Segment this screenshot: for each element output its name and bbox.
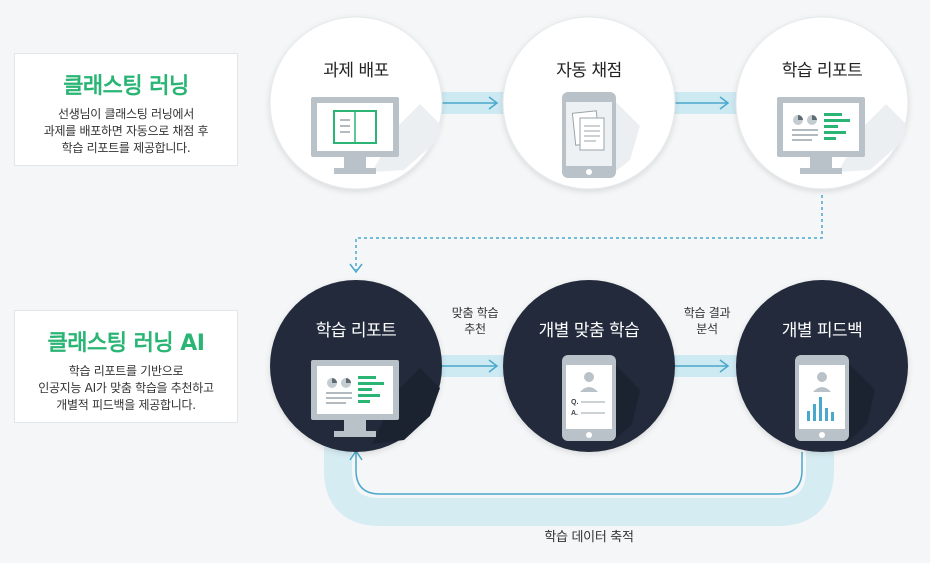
tablet-document-icon <box>562 92 616 178</box>
monitor-book-icon <box>311 97 399 174</box>
bottom-connector-2 <box>672 355 744 377</box>
node-label-feedback: 개별 피드백 <box>781 321 863 341</box>
top-box-line-2: 과제를 배포하면 자동으로 채점 후 <box>43 124 209 138</box>
edge-label-analysis: 학습 결과 분석 <box>662 305 752 337</box>
loop-label: 학습 데이터 축적 <box>544 530 634 545</box>
tablet-chart-icon <box>795 355 849 441</box>
node-label-report-top: 학습 리포트 <box>781 61 863 81</box>
top-box-line-3: 학습 리포트를 제공합니다. <box>61 141 191 155</box>
tablet-qa-icon: Q. A. <box>562 355 616 441</box>
edge-label-analysis-line-1: 학습 결과 <box>683 306 731 320</box>
bottom-info-box: 클래스팅 러닝 AI 학습 리포트를 기반으로 인공지능 AI가 맞춤 학습을 … <box>14 310 238 423</box>
bottom-box-line-1: 학습 리포트를 기반으로 <box>68 364 184 378</box>
top-box-line-1: 선생님이 클래스팅 러닝에서 <box>58 107 194 121</box>
top-info-box: 클래스팅 러닝 선생님이 클래스팅 러닝에서 과제를 배포하면 자동으로 채점 … <box>14 53 238 166</box>
bottom-box-title: 클래스팅 러닝 AI <box>47 331 205 356</box>
bottom-box-line-3: 개별적 피드백을 제공합니다. <box>56 398 196 412</box>
bottom-box-line-2: 인공지능 AI가 맞춤 학습을 추천하고 <box>38 381 214 395</box>
top-connector-2 <box>672 92 744 114</box>
node-label-grading: 자동 채점 <box>556 61 622 81</box>
bottom-connector-1 <box>440 355 512 377</box>
top-box-title: 클래스팅 러닝 <box>63 74 189 99</box>
monitor-report-icon-dark <box>311 360 399 437</box>
dashed-connector <box>349 195 823 274</box>
top-connector-1 <box>440 92 512 114</box>
q-mark: Q. <box>571 399 578 406</box>
node-label-assign: 과제 배포 <box>323 61 389 81</box>
edge-label-recommend-line-1: 맞춤 학습 <box>451 306 499 320</box>
monitor-report-icon <box>777 97 865 174</box>
edge-label-recommend-line-2: 추천 <box>464 322 486 336</box>
edge-label-recommend: 맞춤 학습 추천 <box>430 305 520 337</box>
node-label-custom-learning: 개별 맞춤 학습 <box>538 321 640 341</box>
node-label-report-bottom: 학습 리포트 <box>315 321 397 341</box>
edge-label-analysis-line-2: 분석 <box>696 322 718 336</box>
a-mark: A. <box>571 410 578 417</box>
